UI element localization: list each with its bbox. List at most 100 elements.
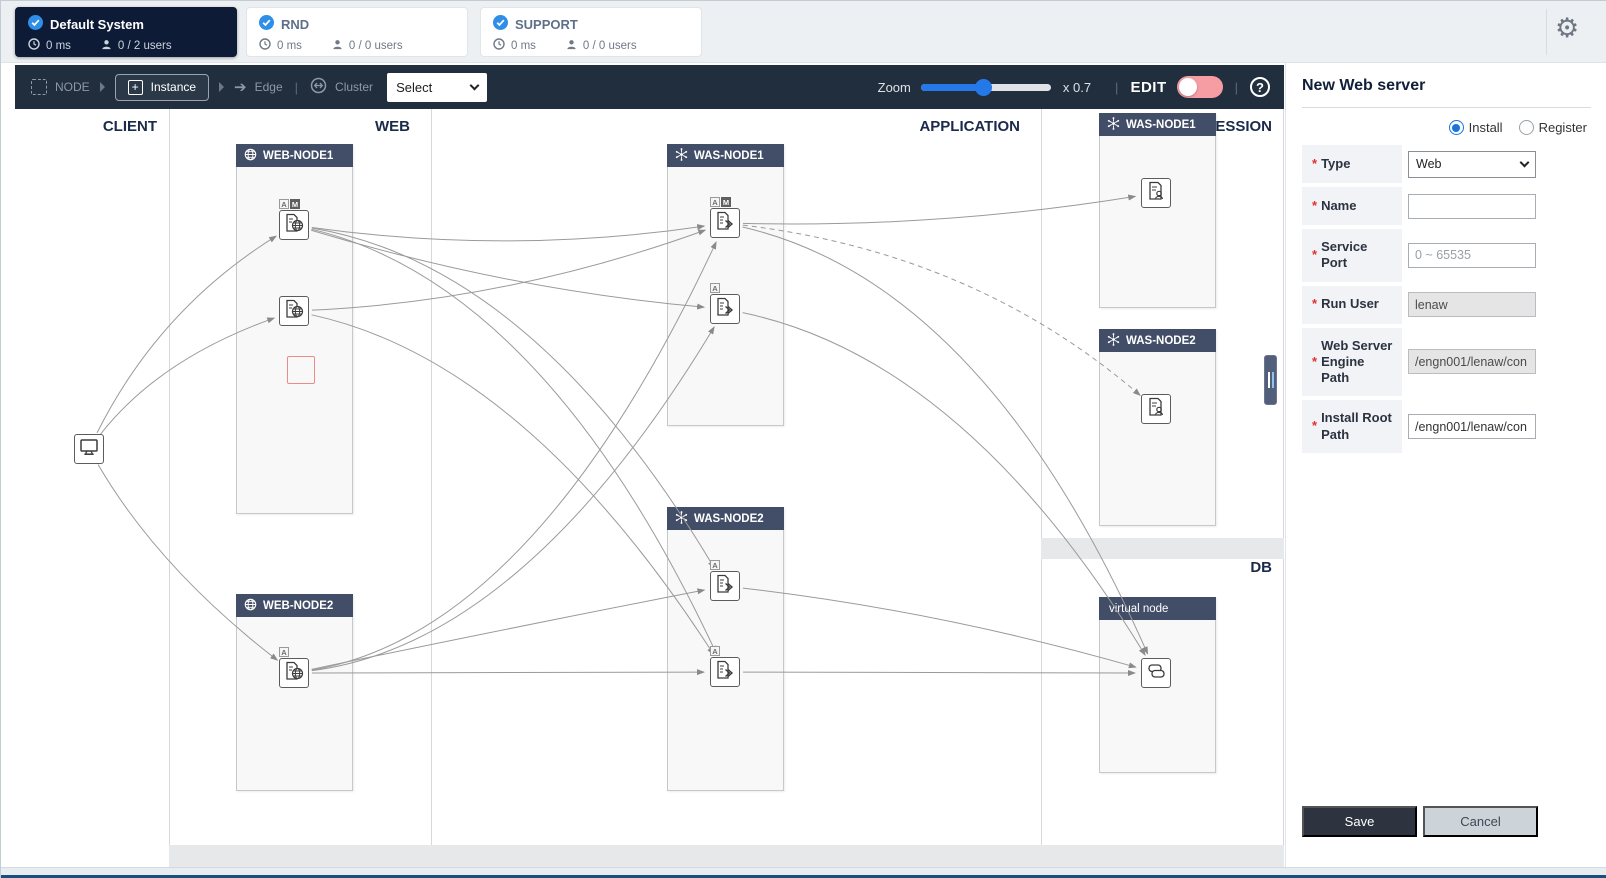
system-tab-default-system[interactable]: Default System 0 ms 0 / 2 users: [15, 7, 237, 57]
badge-a: A: [710, 283, 720, 293]
zoom-slider-fill: [920, 83, 983, 91]
node-tool-button[interactable]: NODE: [31, 79, 90, 95]
zoom-slider[interactable]: [920, 78, 1051, 96]
web-server-engine-path-field[interactable]: [1408, 349, 1536, 375]
node-web-node2[interactable]: WEB-NODE2: [236, 594, 353, 791]
lane-label-application: APPLICATION: [919, 118, 1020, 135]
badge-a: A: [279, 199, 289, 209]
lane-band: [1041, 538, 1284, 559]
service-port-field[interactable]: [1408, 242, 1536, 268]
cluster-tool-button[interactable]: Cluster: [310, 77, 373, 97]
edge-web1-i1-to-was2-i2: [311, 228, 717, 654]
install-root-path-field[interactable]: [1408, 414, 1536, 439]
install-mode-radio-group: Install Register: [1302, 120, 1587, 135]
cancel-button[interactable]: Cancel: [1423, 806, 1538, 837]
node-label: WAS-NODE1: [694, 149, 764, 162]
edge-web2-i1-to-was1-i2: [311, 326, 715, 672]
settings-gear-icon[interactable]: ⚙: [1555, 13, 1580, 43]
form-row-run-user: *Run User: [1302, 285, 1591, 324]
lane-label-session: SESSION: [1205, 118, 1272, 135]
instance-sess2-session[interactable]: [1141, 394, 1171, 424]
radio-install[interactable]: Install: [1448, 120, 1503, 135]
node-label: virtual node: [1109, 602, 1169, 615]
check-circle-icon: [28, 15, 43, 33]
session-instance-icon: [1145, 396, 1167, 423]
lane-label-db: DB: [1250, 559, 1272, 576]
edge-web1-i1-to-was1-i1: [311, 224, 706, 242]
system-tab-rnd[interactable]: RND 0 ms 0 / 0 users: [246, 7, 468, 57]
help-icon[interactable]: ?: [1250, 77, 1270, 97]
instance-web1-i2-web[interactable]: [279, 296, 309, 326]
instance-sess1-session[interactable]: [1141, 178, 1171, 208]
save-button[interactable]: Save: [1302, 806, 1417, 837]
was-instance-icon: [714, 210, 736, 237]
was-instance-icon: [714, 659, 736, 686]
edges-layer: [96, 194, 1149, 676]
edit-mode-label: EDIT: [1130, 78, 1167, 96]
edge-web2-i1-to-was2-i1: [311, 588, 706, 670]
panel-collapse-handle[interactable]: [1264, 355, 1277, 405]
form-row-service-port: *Service Port: [1302, 229, 1591, 282]
client-instance-icon: [78, 436, 100, 463]
type-select-value: Web: [1416, 157, 1442, 171]
panel-title: New Web server: [1302, 77, 1426, 94]
form-row-engine-path: *Web Server Engine Path: [1302, 327, 1591, 397]
radio-register[interactable]: Register: [1518, 120, 1587, 135]
clock-icon: [259, 38, 271, 53]
user-icon: [566, 39, 577, 53]
name-field[interactable]: [1408, 193, 1536, 219]
lane-divider: [1041, 109, 1042, 867]
system-tab-support[interactable]: SUPPORT 0 ms 0 / 0 users: [480, 7, 702, 57]
chevron-down-icon: [469, 80, 480, 91]
edit-mode-toggle[interactable]: [1176, 76, 1223, 98]
radio-register-label: Register: [1538, 120, 1587, 135]
edge-was1-i1-to-sess2: [742, 224, 1141, 396]
clock-icon: [493, 38, 505, 53]
node-was-node2[interactable]: WAS-NODE2: [667, 507, 784, 791]
form-row-install-root-path: *Install Root Path: [1302, 400, 1591, 453]
web-instance-icon: [283, 212, 305, 239]
instance-client-client[interactable]: [74, 434, 104, 464]
instance-db-db[interactable]: [1141, 658, 1171, 688]
radio-dot-icon: [1448, 120, 1464, 135]
system-tab-label: Default System: [50, 16, 144, 32]
db-instance-icon: [1145, 660, 1167, 687]
badge-a: A: [710, 646, 720, 656]
edge-tool-label: Edge: [254, 80, 283, 94]
bottom-accent-bar: [1, 875, 1606, 878]
instance-tool-button[interactable]: + Instance: [114, 73, 210, 101]
node-was-node1[interactable]: WAS-NODE1: [667, 144, 784, 426]
type-select[interactable]: Web: [1408, 150, 1536, 178]
node-label: WEB-NODE2: [263, 599, 334, 612]
run-user-field[interactable]: [1408, 292, 1536, 317]
header-divider: [1546, 9, 1547, 55]
system-tab-label: SUPPORT: [515, 16, 578, 32]
chevron-right-icon: [99, 82, 105, 92]
instance-was1-i2-was[interactable]: A: [710, 283, 740, 324]
edge-tool-button[interactable]: ➔ Edge: [234, 78, 283, 96]
chevron-down-icon: [1519, 157, 1530, 168]
instance-was2-i1-was[interactable]: A: [710, 560, 740, 601]
node-session-was-node1[interactable]: WAS-NODE1: [1099, 113, 1216, 308]
new-instance-placeholder[interactable]: [287, 356, 315, 384]
badge-m: M: [290, 199, 300, 209]
instance-select-dropdown[interactable]: Select: [387, 72, 488, 102]
bottom-strip: [1, 867, 1606, 875]
zoom-slider-thumb[interactable]: [974, 78, 992, 96]
node-session-was-node2[interactable]: WAS-NODE2: [1099, 329, 1216, 526]
required-asterisk: *: [1312, 197, 1318, 213]
instance-was2-i2-was[interactable]: A: [710, 646, 740, 687]
required-asterisk: *: [1312, 247, 1318, 263]
system-latency: 0 ms: [277, 39, 302, 52]
globe-icon: [244, 598, 257, 614]
user-icon: [332, 39, 343, 53]
instance-web2-i1-web[interactable]: A: [279, 647, 309, 688]
system-latency: 0 ms: [46, 39, 71, 52]
badge-m: M: [721, 197, 731, 207]
radio-install-label: Install: [1468, 120, 1503, 135]
badge-a: A: [710, 560, 720, 570]
lane-label-client: CLIENT: [102, 118, 157, 135]
